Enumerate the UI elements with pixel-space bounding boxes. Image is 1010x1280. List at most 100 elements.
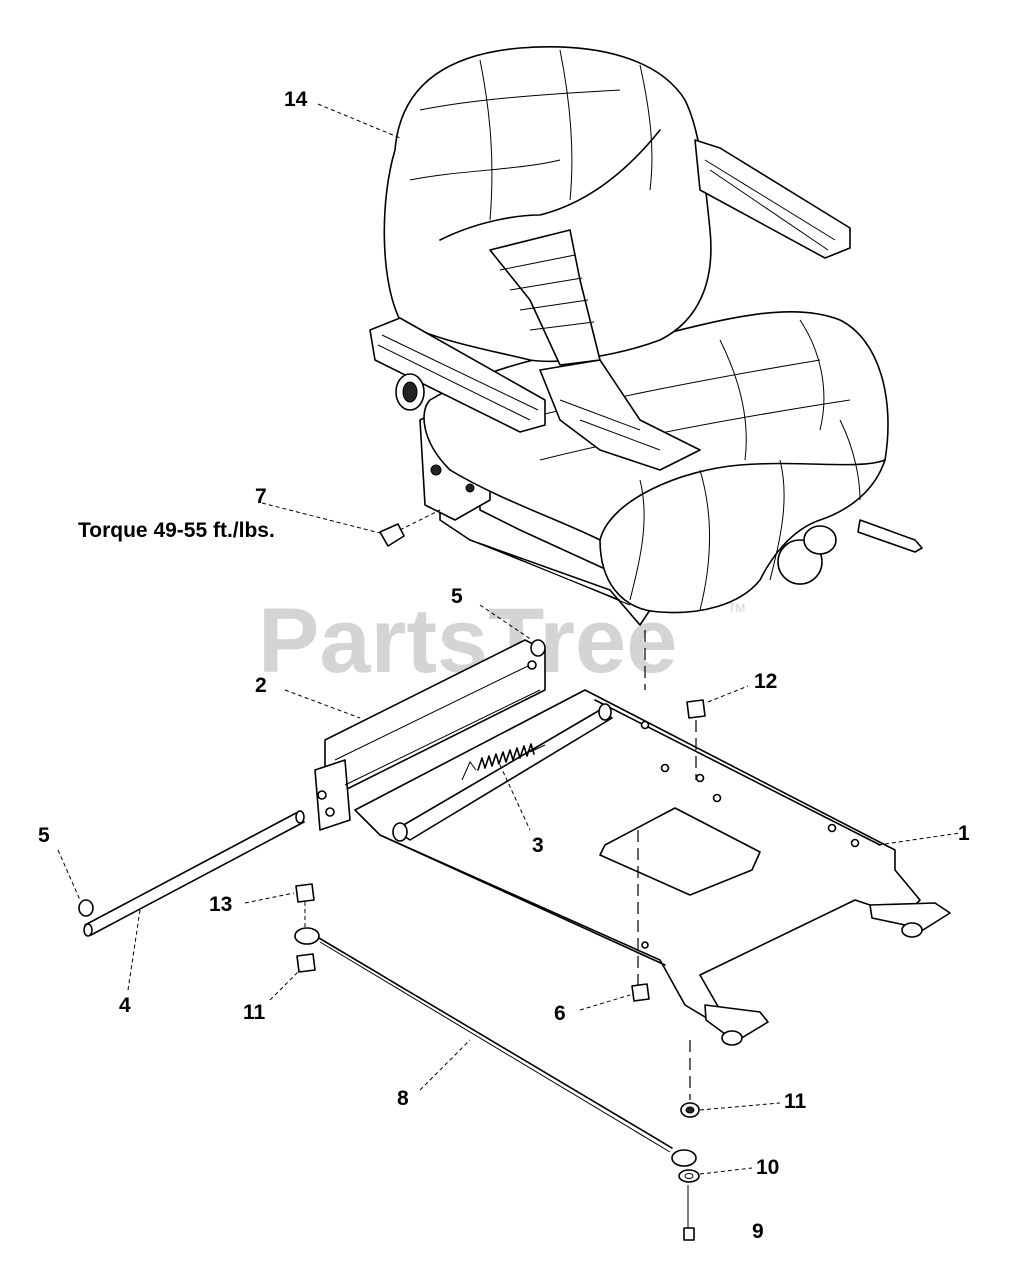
washer-shape xyxy=(678,1169,700,1183)
strip-line xyxy=(509,277,583,291)
plate-hole xyxy=(712,793,722,803)
nut-shape xyxy=(686,699,706,719)
bolt-axis xyxy=(399,509,441,531)
seat-assembly[interactable] xyxy=(369,46,923,626)
callout-11-right: 11 xyxy=(784,1090,807,1113)
callout-12: 12 xyxy=(754,670,777,693)
leader-2 xyxy=(284,689,361,719)
seat-plate-opening xyxy=(599,807,761,896)
cushion-seam xyxy=(719,339,747,461)
cable-eye-left xyxy=(294,927,320,945)
callout-2: 2 xyxy=(255,674,267,697)
watermark-tm: TM xyxy=(728,601,745,615)
left-armrest xyxy=(369,317,546,433)
rod-end xyxy=(83,923,93,937)
cushion-seam xyxy=(769,459,785,581)
bolt-head xyxy=(379,523,405,547)
callout-6: 6 xyxy=(554,1002,566,1025)
nut-shape xyxy=(296,953,316,973)
callout-1: 1 xyxy=(958,822,970,845)
spring-coils xyxy=(477,743,535,771)
part-9-pin[interactable] xyxy=(683,1185,695,1241)
backrest-seam xyxy=(409,159,561,181)
part-11-nut-right[interactable] xyxy=(680,1102,781,1118)
strip-line xyxy=(499,254,576,271)
leader-5-lower xyxy=(57,849,81,901)
strip-line xyxy=(559,399,641,431)
rod-shape xyxy=(84,811,305,936)
strip-line xyxy=(519,299,589,311)
nut-hole xyxy=(685,1106,695,1114)
strip-line xyxy=(529,321,595,331)
part-13-bolt[interactable] xyxy=(244,883,315,930)
backrest-bolster xyxy=(439,129,661,241)
part-10-washer[interactable] xyxy=(678,1167,753,1183)
part-11-nut-left[interactable] xyxy=(269,953,316,1001)
armrest-line xyxy=(381,334,539,411)
nut-shape xyxy=(631,983,650,1002)
part-5-bushing-upper[interactable] xyxy=(479,604,546,657)
armrest-line xyxy=(709,169,829,251)
strip-line xyxy=(579,419,661,451)
leader-5-upper xyxy=(479,604,533,641)
callout-7: 7 xyxy=(255,485,267,508)
left-adjust-knob-center xyxy=(402,381,418,403)
cushion-seam xyxy=(539,399,851,461)
spring-hook xyxy=(461,761,477,781)
cushion-seam xyxy=(699,469,710,611)
spring-hook xyxy=(529,744,546,753)
part-4-rod[interactable] xyxy=(83,810,305,991)
hinge-pin xyxy=(721,1030,743,1046)
cable-eye-right xyxy=(671,1149,697,1167)
callout-9: 9 xyxy=(752,1220,764,1243)
bracket-hole xyxy=(465,483,475,493)
bracket-hole xyxy=(430,464,442,476)
leader-11-left xyxy=(269,969,301,1001)
rod-end xyxy=(295,810,305,824)
part-2-slide-rail[interactable] xyxy=(314,639,546,831)
leader-1 xyxy=(877,832,961,846)
callout-4: 4 xyxy=(119,994,131,1017)
leader-4 xyxy=(127,909,141,991)
rail-edge xyxy=(344,689,541,786)
part-5-bushing-lower[interactable] xyxy=(57,849,94,917)
leader-11-right xyxy=(699,1102,781,1111)
armrest-line xyxy=(377,344,531,421)
pin-head xyxy=(683,1227,695,1241)
part-8-cable[interactable] xyxy=(294,927,697,1167)
cushion-seam xyxy=(519,359,821,421)
cushion-center-strip xyxy=(539,359,701,471)
leader-10 xyxy=(699,1167,753,1175)
hinge-pin xyxy=(901,922,923,938)
cushion-seam xyxy=(629,479,645,601)
part-1-seat-plate[interactable] xyxy=(354,689,961,1046)
plate-hole xyxy=(827,823,837,833)
callout-5-upper: 5 xyxy=(451,585,463,608)
rail-hole xyxy=(317,790,327,800)
track-end-cap xyxy=(392,822,408,842)
armrest-line xyxy=(704,159,836,241)
callout-8: 8 xyxy=(397,1087,409,1110)
backrest-center-strip xyxy=(489,229,601,366)
leader-7 xyxy=(261,502,381,534)
seat-adjust-lever xyxy=(857,519,923,553)
callout-10: 10 xyxy=(756,1156,779,1179)
callout-13: 13 xyxy=(209,893,232,916)
bushing-shape xyxy=(78,899,94,917)
backrest-seam xyxy=(479,59,493,221)
part-7-bolt[interactable] xyxy=(261,502,441,547)
leader-3 xyxy=(499,764,531,831)
track-end-cap xyxy=(598,703,612,721)
part-6-nut[interactable] xyxy=(579,830,650,1011)
leader-6 xyxy=(579,994,631,1011)
cable-line-2 xyxy=(319,941,671,1153)
part-12-nut[interactable] xyxy=(686,685,749,780)
callout-5-lower: 5 xyxy=(38,824,50,847)
callout-14: 14 xyxy=(284,88,308,111)
backrest-seam xyxy=(419,89,621,111)
backrest-seam xyxy=(639,64,653,191)
cable-line xyxy=(318,937,673,1149)
part-3-spring[interactable] xyxy=(461,743,546,831)
cushion-seam xyxy=(799,319,825,431)
